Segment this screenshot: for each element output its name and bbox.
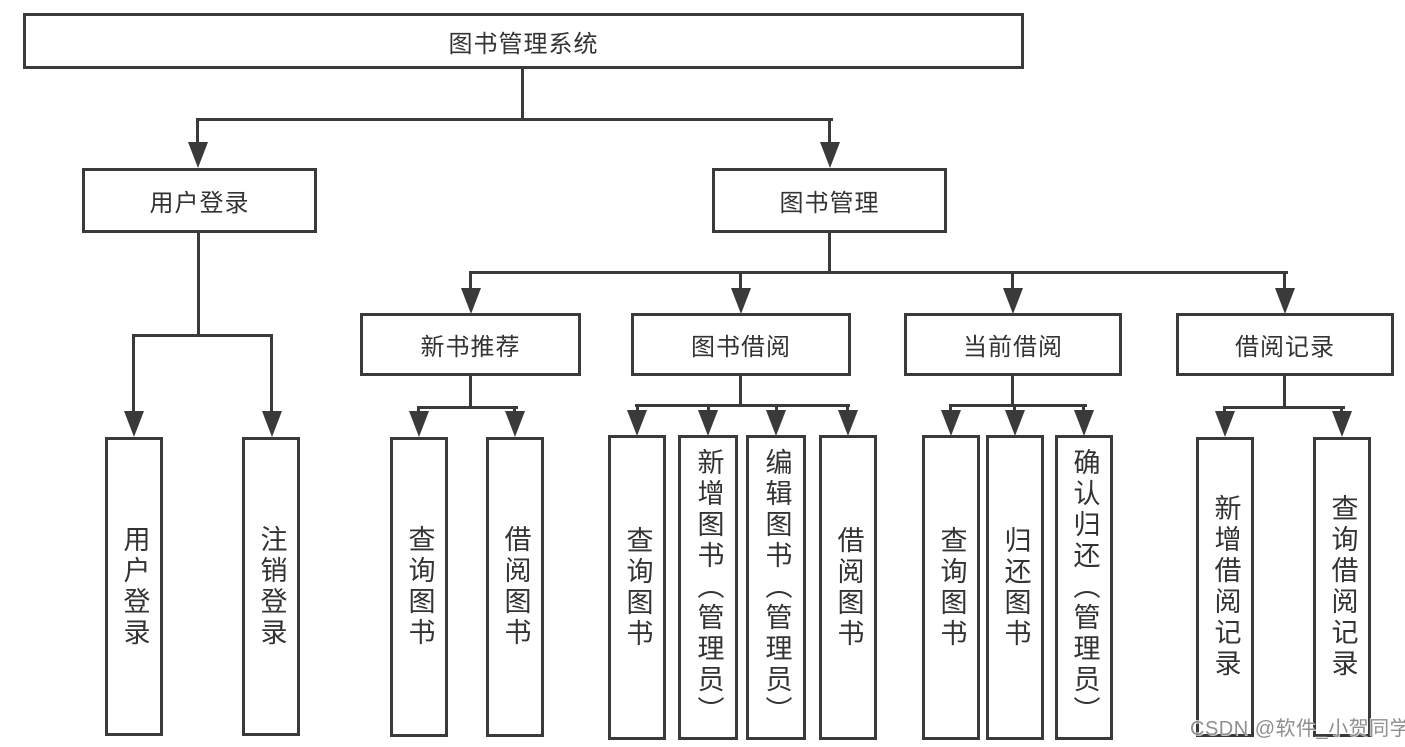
- node-current-borrow: 当前借阅: [904, 313, 1122, 376]
- arrowhead-cb-query: [941, 410, 961, 436]
- leaf-nb-query-books: 查询图书: [390, 437, 448, 737]
- node-label-new-book-recommend: 新书推荐: [420, 334, 521, 361]
- connector-root-stem: [521, 69, 524, 120]
- connector-level2-bar: [469, 271, 1288, 274]
- connector-drop-leaf-user-login: [132, 334, 135, 414]
- node-book-management: 图书管理: [712, 168, 947, 233]
- connector-level1-bar: [196, 118, 833, 121]
- node-borrow-records: 借阅记录: [1176, 313, 1394, 376]
- leaf-bb-edit-books-admin: 编辑图书（管理员）: [746, 435, 806, 740]
- connector-current-borrow-stem: [1011, 375, 1014, 407]
- leaf-logout: 注销登录: [242, 437, 300, 736]
- leaf-cb-return-books: 归还图书: [986, 435, 1044, 740]
- node-label-current-borrow: 当前借阅: [963, 334, 1063, 361]
- connector-drop-br-add: [1223, 406, 1226, 414]
- arrowhead-br-add: [1215, 411, 1235, 437]
- node-label-user-login: 用户登录: [149, 190, 250, 217]
- leaf-bb-add-books-admin: 新增图书（管理员）: [678, 435, 738, 740]
- connector-drop-bb-borrow: [846, 404, 849, 413]
- leaf-label-user-login: 用户登录: [119, 524, 150, 649]
- connector-drop-borrow-records: [1283, 271, 1286, 289]
- arrowhead-cb-return: [1005, 410, 1025, 436]
- leaf-label-br-query-record: 查询借阅记录: [1327, 494, 1358, 680]
- arrowhead-br-query: [1332, 411, 1352, 437]
- connector-drop-book-borrow: [739, 271, 742, 289]
- arrowhead-bb-query: [627, 410, 647, 436]
- node-label-borrow-records: 借阅记录: [1235, 334, 1335, 361]
- connector-drop-user-login: [196, 118, 199, 146]
- connector-drop-leaf-logout: [270, 334, 273, 414]
- leaf-bb-query-books: 查询图书: [608, 435, 666, 740]
- arrowhead-book-borrow: [731, 288, 751, 314]
- connector-drop-bb-query: [636, 404, 639, 413]
- leaf-label-nb-borrow-books: 借阅图书: [500, 525, 531, 649]
- leaf-bb-borrow-books: 借阅图书: [819, 435, 877, 740]
- arrowhead-borrow-records: [1275, 288, 1295, 314]
- arrowhead-bb-add: [698, 410, 718, 436]
- leaf-cb-query-books: 查询图书: [922, 435, 980, 740]
- arrowhead-leaf-logout: [262, 411, 282, 437]
- leaf-label-bb-borrow-books: 借阅图书: [833, 525, 864, 650]
- node-label-root: 图书管理系统: [448, 30, 599, 58]
- leaf-br-add-record: 新增借阅记录: [1196, 437, 1254, 737]
- node-label-book-management: 图书管理: [779, 190, 880, 217]
- connector-borrow-records-bar: [1223, 406, 1345, 409]
- arrowhead-user-login: [188, 142, 208, 168]
- connector-drop-cb-return: [1013, 404, 1016, 413]
- leaf-label-logout: 注销登录: [256, 524, 287, 649]
- connector-drop-book-management: [828, 118, 831, 146]
- connector-user-login-bar: [132, 334, 273, 337]
- leaf-user-login: 用户登录: [105, 437, 163, 736]
- leaf-label-nb-query-books: 查询图书: [404, 525, 435, 649]
- node-book-borrow: 图书借阅: [631, 313, 851, 376]
- connector-book-management-stem: [828, 232, 831, 274]
- leaf-label-bb-add-books-admin: 新增图书（管理员）: [693, 448, 724, 727]
- leaf-label-cb-confirm-return-admin: 确认归还（管理员）: [1069, 448, 1100, 727]
- connector-book-borrow-bar: [635, 404, 850, 407]
- connector-user-login-stem: [197, 232, 200, 336]
- leaf-label-cb-query-books: 查询图书: [936, 525, 967, 650]
- arrowhead-book-management: [820, 142, 840, 168]
- connector-current-borrow-bar: [949, 404, 1087, 407]
- leaf-label-br-add-record: 新增借阅记录: [1210, 494, 1241, 680]
- connector-drop-cb-confirm: [1082, 404, 1085, 413]
- connector-drop-bb-edit: [775, 404, 778, 413]
- leaf-nb-borrow-books: 借阅图书: [486, 437, 544, 737]
- arrowhead-nb-query: [409, 411, 429, 437]
- leaf-label-bb-query-books: 查询图书: [622, 525, 653, 650]
- node-new-book-recommend: 新书推荐: [360, 313, 581, 376]
- arrowhead-bb-edit: [766, 410, 786, 436]
- arrowhead-new-book: [461, 288, 481, 314]
- connector-drop-nb-query: [417, 406, 420, 414]
- connector-new-book-stem: [469, 375, 472, 409]
- arrowhead-leaf-user-login: [124, 411, 144, 437]
- connector-drop-current-borrow: [1011, 271, 1014, 289]
- leaf-cb-confirm-return-admin: 确认归还（管理员）: [1055, 435, 1113, 740]
- csdn-watermark: CSDN @软件_小贺同学: [1190, 718, 1405, 740]
- arrowhead-cb-confirm: [1074, 410, 1094, 436]
- arrowhead-current-borrow: [1003, 288, 1023, 314]
- leaf-label-cb-return-books: 归还图书: [1000, 525, 1031, 650]
- connector-drop-nb-borrow: [513, 406, 516, 414]
- connector-drop-bb-add: [707, 404, 710, 413]
- connector-drop-new-book: [469, 271, 472, 289]
- connector-book-borrow-stem: [739, 375, 742, 407]
- leaf-br-query-record: 查询借阅记录: [1313, 437, 1371, 737]
- node-library-management-system: 图书管理系统: [23, 13, 1024, 69]
- node-user-login: 用户登录: [82, 168, 317, 233]
- arrowhead-nb-borrow: [505, 411, 525, 437]
- leaf-label-bb-edit-books-admin: 编辑图书（管理员）: [761, 448, 792, 727]
- connector-drop-cb-query: [949, 404, 952, 413]
- connector-borrow-records-stem: [1283, 375, 1286, 409]
- connector-drop-br-query: [1340, 406, 1343, 414]
- node-label-book-borrow: 图书借阅: [691, 334, 791, 361]
- arrowhead-bb-borrow: [838, 410, 858, 436]
- connector-new-book-bar: [417, 406, 518, 409]
